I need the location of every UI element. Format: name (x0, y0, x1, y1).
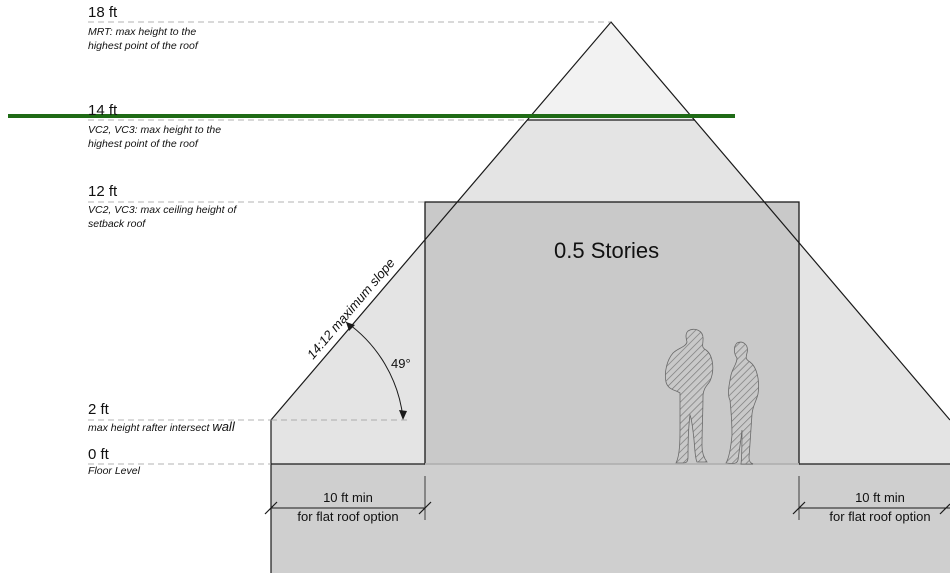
level-0ft-note: Floor Level (88, 465, 141, 477)
foundation-area (271, 464, 950, 573)
angle-arc-arrowhead-top (346, 322, 355, 331)
dimension-right-label-line1: 10 ft min (855, 490, 905, 505)
dimension-left-label-line2: for flat roof option (297, 509, 398, 524)
level-2ft-note-text: max height rafter intersect (88, 422, 210, 434)
level-2ft-note-wall: wall (212, 419, 236, 434)
dimension-right-tick-b (939, 503, 950, 515)
level-18ft-note-line2: highest point of the roof (88, 40, 199, 52)
level-18ft-note-line1: MRT: max height to the (88, 26, 196, 38)
dimension-right-label-line2: for flat roof option (829, 509, 930, 524)
angle-arc (345, 321, 404, 419)
level-14ft-note-line1: VC2, VC3: max height to the (88, 124, 221, 136)
roof-envelope-upper (527, 22, 695, 120)
level-0ft-value: 0 ft (88, 446, 110, 463)
dimension-left-label-line1: 10 ft min (323, 490, 373, 505)
stories-label: 0.5 Stories (554, 238, 659, 263)
level-14ft-value: 14 ft (88, 102, 118, 119)
dimension-left-tick-a (264, 501, 278, 515)
roof-envelope-outline (270, 21, 950, 464)
level-2ft-note: max height rafter intersect wall (88, 419, 236, 434)
level-2ft-value: 2 ft (88, 401, 110, 418)
person-figure-left (665, 328, 714, 464)
level-12ft-note-line1: VC2, VC3: max ceiling height of (88, 204, 237, 216)
level-14ft-note-line2: highest point of the roof (88, 138, 199, 150)
level-12ft-note-line2: setback roof (88, 218, 146, 230)
angle-arc-arrowhead-bottom (399, 410, 407, 420)
level-12ft-value: 12 ft (88, 183, 118, 200)
angle-label: 49° (391, 356, 411, 371)
person-figure-right (725, 341, 759, 465)
level-18ft-value: 18 ft (88, 4, 118, 21)
